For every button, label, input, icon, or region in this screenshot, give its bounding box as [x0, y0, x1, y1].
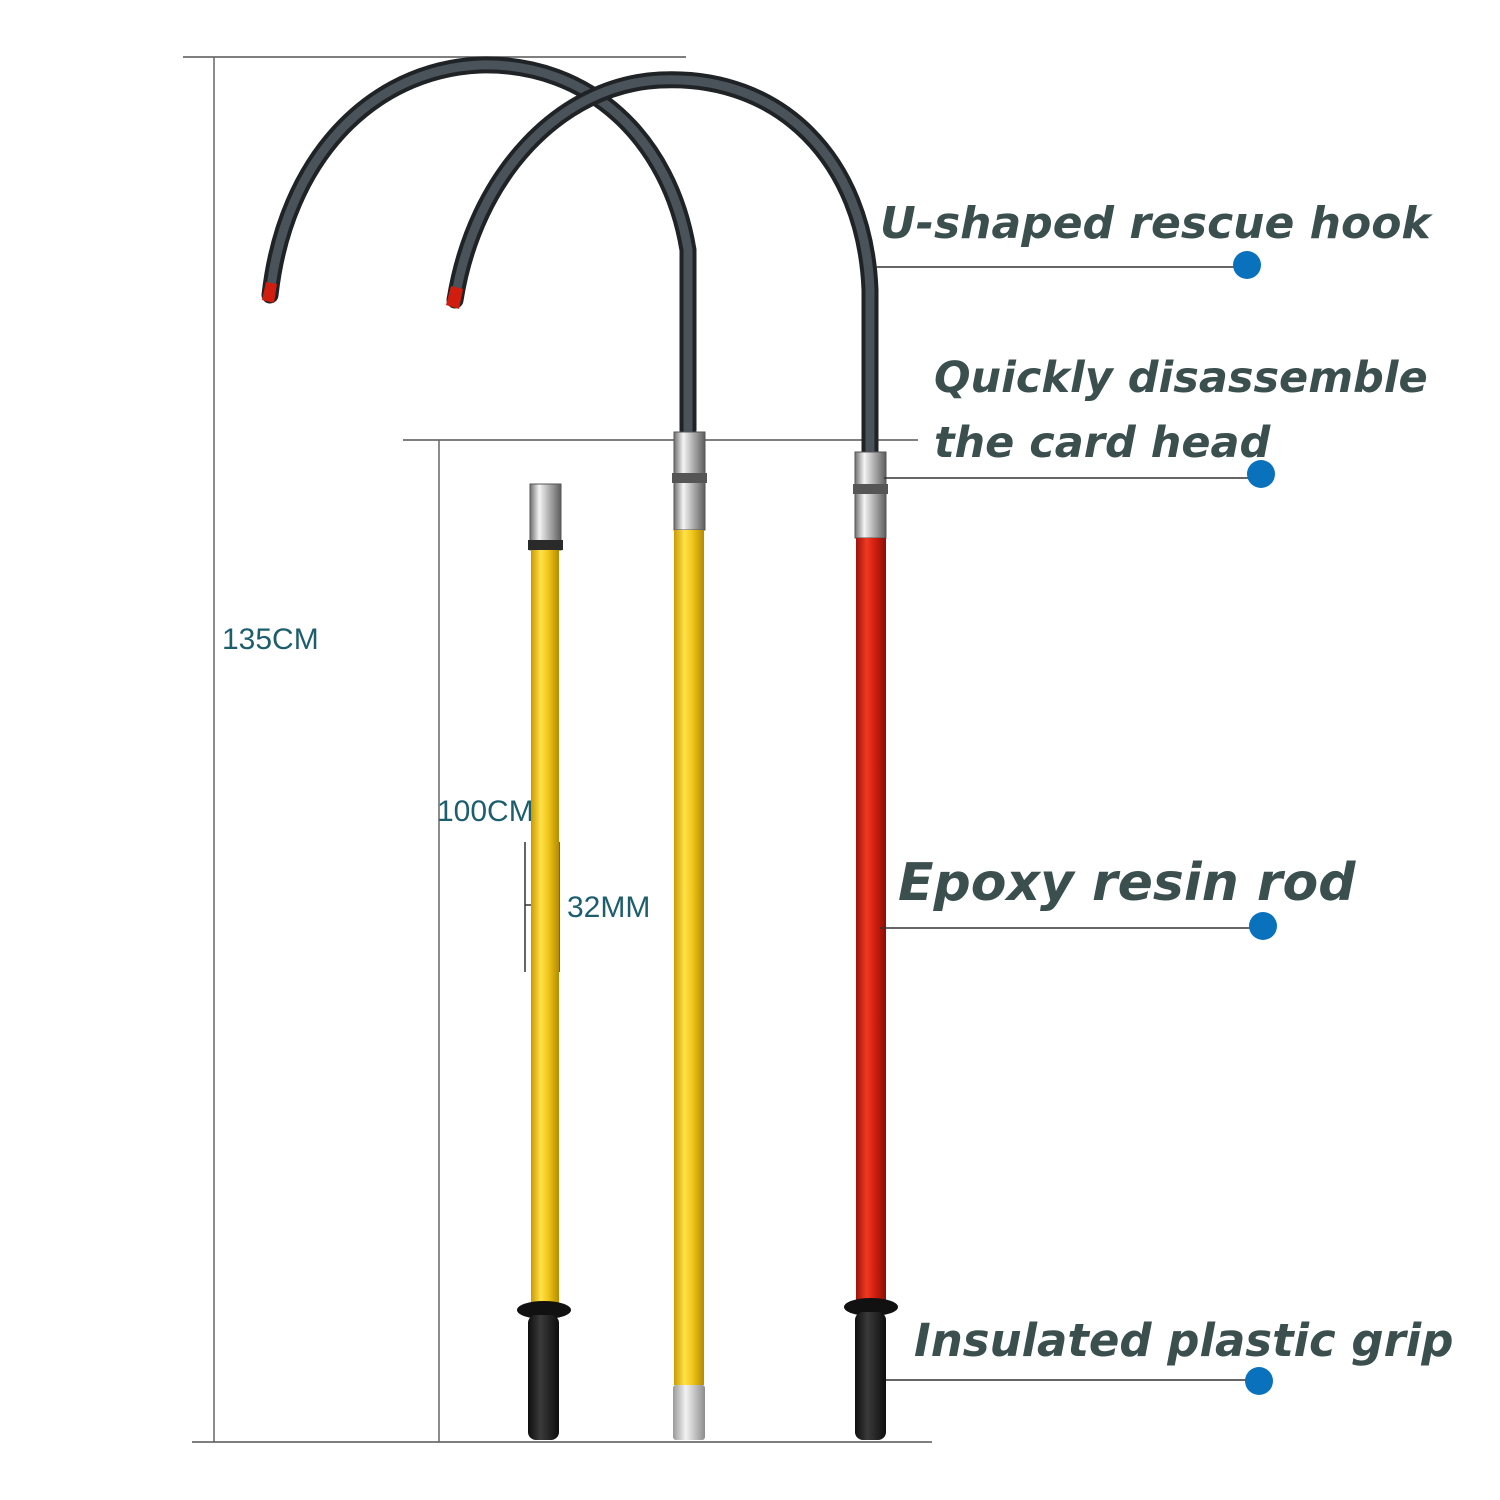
rod-yellow-with-hook	[672, 431, 707, 1440]
callout-head-label-line1: Quickly disassemble	[934, 353, 1428, 403]
rod-short-yellow	[517, 483, 571, 1440]
rod-red-with-hook	[844, 451, 898, 1440]
hook-tip-front	[446, 286, 463, 309]
callout-head-label-line2: the card head	[934, 418, 1272, 468]
diameter-label: 32MM	[567, 891, 650, 924]
callout-hook-label: U-shaped rescue hook	[880, 198, 1433, 249]
marker-dot	[1247, 460, 1275, 488]
callout-rod: Epoxy resin rod	[880, 853, 1356, 940]
hook-tip-back	[262, 282, 277, 303]
rod-length-label: 100CM	[437, 795, 534, 828]
marker-dot	[1245, 1367, 1273, 1395]
rod-short-grip-guard	[517, 1301, 571, 1319]
rod-red-shaft	[856, 538, 886, 1300]
marker-dot	[1249, 912, 1277, 940]
rod-short-grip	[528, 1315, 559, 1440]
rod-short-shaft	[531, 550, 559, 1305]
marker-dot	[1233, 251, 1261, 279]
callout-grip: Insulated plastic grip	[886, 1314, 1453, 1395]
rod-red-grip	[855, 1312, 886, 1440]
callout-rod-label: Epoxy resin rod	[898, 853, 1356, 913]
callout-head: Quickly disassemble the card head	[884, 353, 1428, 488]
total-length-label: 135CM	[222, 623, 319, 656]
rod-yellow-end-cap	[673, 1385, 705, 1440]
rod-red-metal-joint	[854, 451, 887, 539]
dimension-lines	[183, 56, 932, 1443]
hook-front	[446, 71, 879, 461]
rod-red-grip-guard	[844, 1298, 898, 1316]
rod-yellow-shaft	[674, 530, 704, 1385]
hook-back	[261, 56, 697, 439]
callout-hook: U-shaped rescue hook	[876, 198, 1433, 279]
callout-grip-label: Insulated plastic grip	[914, 1314, 1453, 1367]
